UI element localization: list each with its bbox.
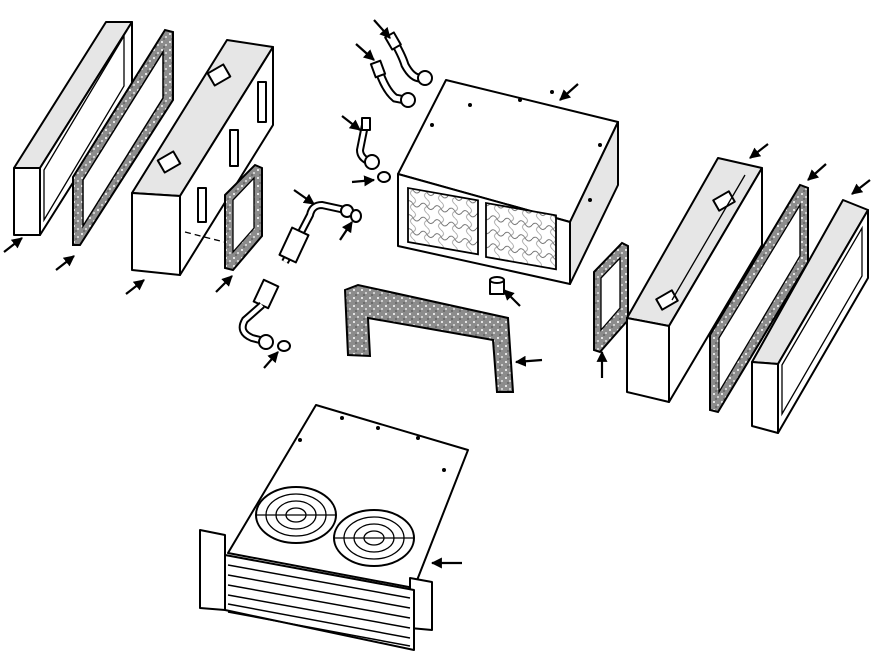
fan-right xyxy=(333,509,415,567)
end-housing-right xyxy=(626,157,763,403)
o-ring-1 xyxy=(377,171,391,183)
drain-fitting xyxy=(489,276,505,295)
gasket-left xyxy=(72,28,174,246)
small-gasket-left xyxy=(224,163,263,272)
filter-line xyxy=(238,200,354,350)
o-ring-2 xyxy=(350,209,362,223)
leader-arrows xyxy=(3,19,871,569)
center-housing xyxy=(397,79,619,285)
o-ring-3 xyxy=(277,340,291,352)
end-housing-left xyxy=(131,39,274,276)
fan-left xyxy=(255,486,337,544)
hose-upper-2 xyxy=(369,59,416,108)
front-panel-right xyxy=(751,199,869,434)
small-gasket-right xyxy=(593,241,629,354)
front-panel-left xyxy=(13,21,133,236)
condenser-base xyxy=(199,404,469,651)
tube-fitting xyxy=(355,117,380,170)
hose-upper-1 xyxy=(384,31,433,86)
u-gasket xyxy=(343,283,515,393)
